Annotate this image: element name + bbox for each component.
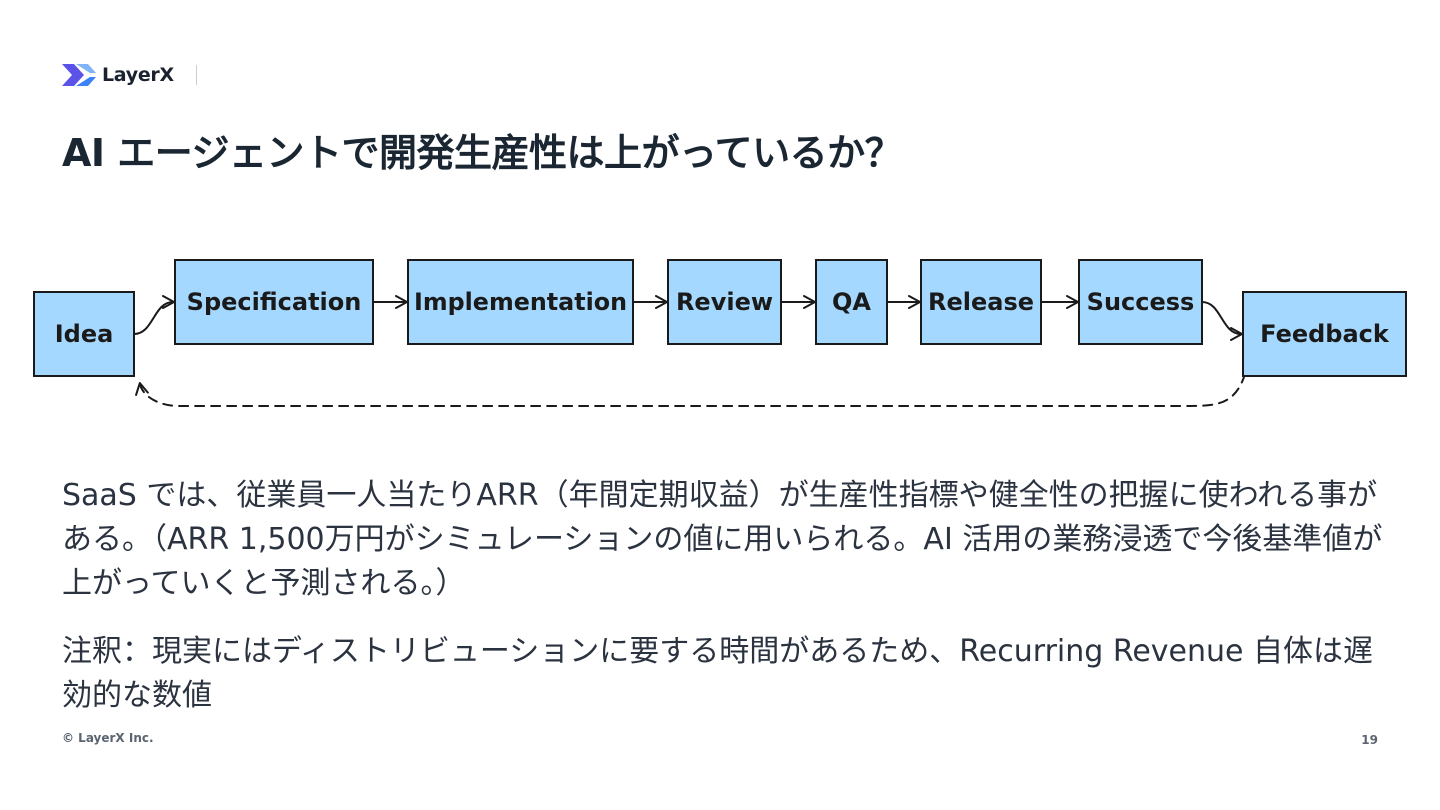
node-release: Release xyxy=(920,259,1042,345)
node-box xyxy=(1078,259,1203,345)
node-label: Specification xyxy=(187,288,362,316)
node-box xyxy=(174,259,374,345)
edge-feedback-to-idea xyxy=(135,373,1246,407)
workflow-diagram: Idea Specification Implementation Review QA R… xyxy=(33,259,1407,407)
node-label: Implementation xyxy=(414,288,627,316)
header-divider xyxy=(195,65,197,85)
node-qa: QA xyxy=(815,259,888,345)
node-label: Success xyxy=(1087,288,1195,316)
layerx-logo-icon xyxy=(62,64,96,86)
node-implementation: Implementation xyxy=(407,259,634,345)
node-box xyxy=(33,291,135,377)
slide-title: AI エージェントで開発生産性は上がっているか？ xyxy=(62,131,903,175)
node-box xyxy=(920,259,1042,345)
node-label: Review xyxy=(676,288,773,316)
node-box xyxy=(815,259,888,345)
page-number: 19 xyxy=(1361,733,1378,747)
node-review: Review xyxy=(667,259,782,345)
node-feedback: Feedback xyxy=(1242,291,1407,377)
node-specification: Specification xyxy=(174,259,374,345)
footer-copyright: © LayerX Inc. xyxy=(62,731,154,745)
node-box xyxy=(1242,291,1407,377)
header-logo: LayerX xyxy=(62,60,197,90)
node-label: Feedback xyxy=(1260,320,1390,348)
node-box xyxy=(407,259,634,345)
node-label: QA xyxy=(832,288,871,316)
edge-idea-to-specification xyxy=(133,295,175,335)
body-paragraph-note: 注釈：現実にはディストリビューションに要する時間があるため、Recurring … xyxy=(62,634,1374,713)
edge-success-to-feedback xyxy=(1201,301,1243,341)
logo-text: LayerX xyxy=(102,64,174,86)
node-box xyxy=(667,259,782,345)
node-idea: Idea xyxy=(33,291,135,377)
node-success: Success xyxy=(1078,259,1203,345)
node-label: Idea xyxy=(55,320,114,348)
node-label: Release xyxy=(928,288,1034,316)
body-paragraph-arr: SaaS では、従業員一人当たりARR（年間定期収益）が生産性指標や健全性の把握… xyxy=(62,478,1383,601)
